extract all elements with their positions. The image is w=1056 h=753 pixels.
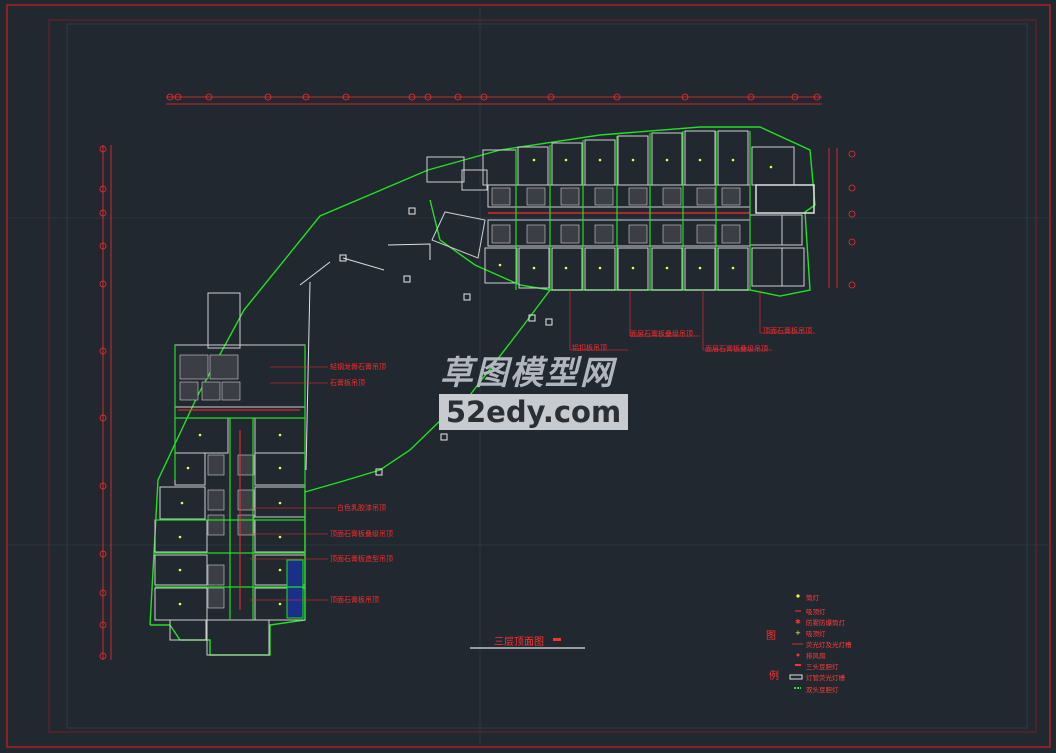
left-ceiling-grids	[179, 354, 255, 609]
annotation-label: 顶面石膏板叠级吊顶	[330, 530, 393, 538]
legend-item-label: 吸顶灯	[806, 608, 826, 616]
annotation-label: 面层石膏板叠级吊顶	[630, 330, 693, 338]
scale-mark	[553, 638, 561, 641]
left-red-strips	[178, 409, 300, 610]
legend-item-label: 灯管荧光灯槽	[806, 674, 845, 682]
right-green-partitions	[515, 131, 751, 290]
annotation-label: 面层石膏板叠级吊顶	[705, 345, 768, 353]
column-markers	[339, 207, 553, 476]
right-wing	[426, 130, 815, 291]
legend-heading-1: 图	[766, 631, 776, 642]
ceiling-lights	[178, 158, 773, 606]
right-corridor-grids	[491, 187, 741, 244]
legend-item-label: 吸顶灯	[806, 630, 826, 638]
leader-lines	[250, 290, 815, 601]
legend-item-label: 双头豆胆灯	[806, 686, 839, 694]
legend-symbols: ✱ +	[789, 594, 803, 689]
watermark-url: 52edy.com	[439, 394, 628, 430]
top-dimension-axis	[166, 93, 822, 105]
annotation-label: 顶面石膏板吊顶	[763, 327, 812, 335]
right-dimension-axis	[828, 148, 856, 289]
svg-text:✱: ✱	[795, 618, 801, 626]
legend-item-label: 筒灯	[806, 594, 819, 602]
watermark-title: 草图模型网	[440, 353, 615, 392]
left-dimension-axis	[99, 145, 112, 660]
legend-heading-2: 例	[769, 671, 779, 682]
legend-item-label: 荧光灯及光灯槽	[806, 641, 852, 649]
annotation-label: 铝扣板吊顶	[572, 344, 607, 352]
annotation-label: 石膏板吊顶	[330, 379, 365, 387]
annotation-label: 轻钢龙骨石膏吊顶	[330, 363, 386, 371]
legend-item-label: 排风扇	[806, 652, 826, 660]
inner-frame-2	[66, 23, 1028, 729]
curved-wall	[299, 243, 431, 471]
legend-item-label: 三头豆胆灯	[806, 663, 839, 671]
legend-item-label: 防雾防爆筒灯	[806, 619, 845, 627]
annotation-label: 顶面石膏板吊顶	[330, 596, 379, 604]
outer-frame	[6, 4, 1051, 748]
annotation-label: 顶面石膏板造型吊顶	[330, 555, 393, 563]
inner-frame	[48, 19, 1037, 733]
svg-text:+: +	[795, 629, 801, 637]
stair-blue	[286, 559, 304, 619]
annotation-label: 白色乳胶漆吊顶	[337, 504, 386, 512]
drawing-title: 三层顶面图	[494, 637, 544, 648]
left-green-partitions	[155, 345, 306, 620]
